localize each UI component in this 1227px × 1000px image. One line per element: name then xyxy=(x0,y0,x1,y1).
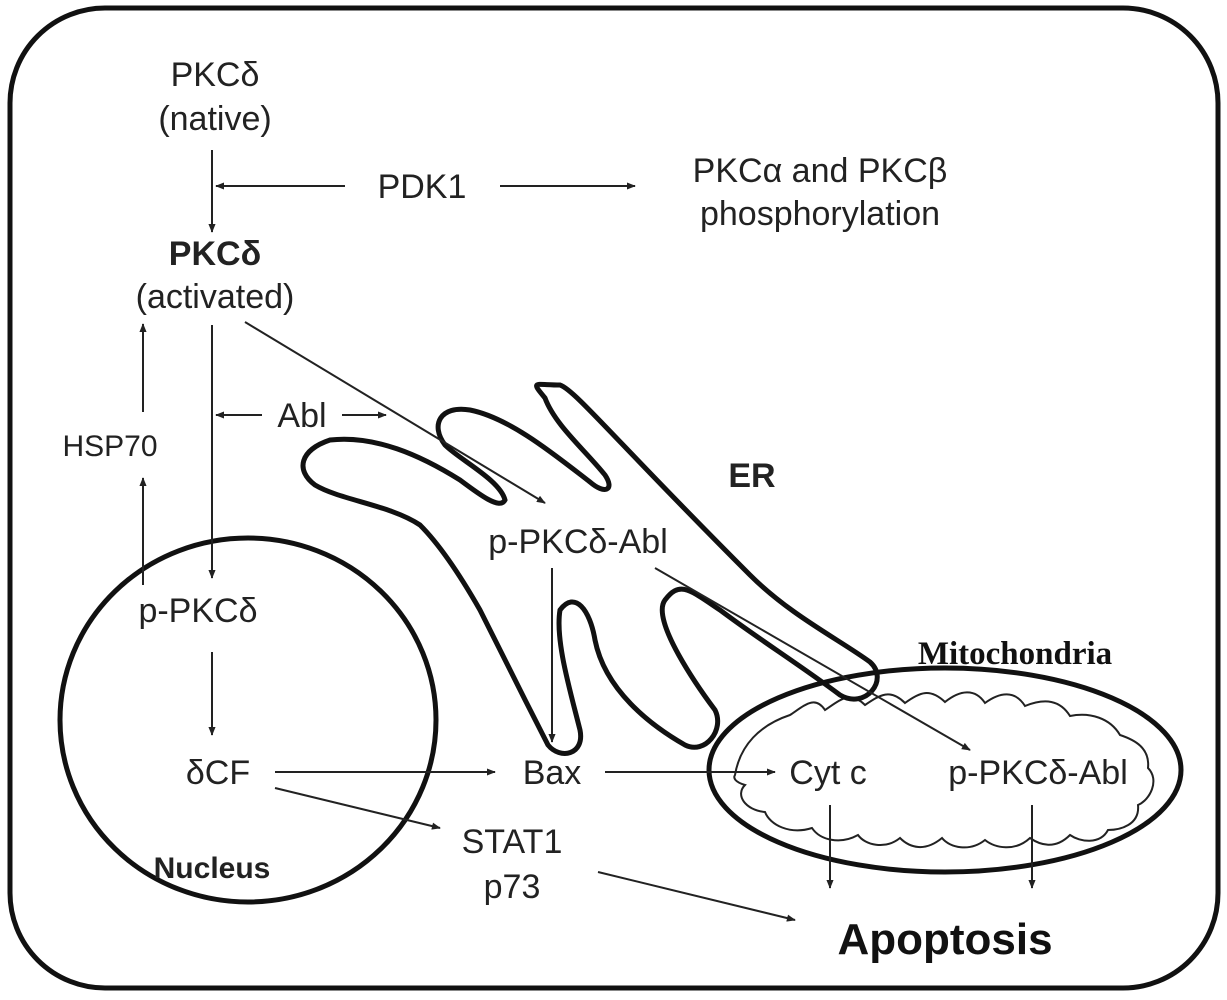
label-abl: Abl xyxy=(277,397,326,435)
label-cytc: Cyt c xyxy=(789,754,866,792)
label-native: (native) xyxy=(158,100,271,138)
label-p-pkcd: p-PKCδ xyxy=(138,592,257,630)
label-hsp70: HSP70 xyxy=(62,430,157,463)
arrow-dcf-to-stat1 xyxy=(274,787,441,830)
er-membrane xyxy=(300,381,880,756)
label-pdk1: PDK1 xyxy=(378,168,467,206)
mitochondria-outer-membrane xyxy=(706,665,1184,875)
label-bax: Bax xyxy=(523,754,582,792)
label-activated: (activated) xyxy=(136,278,295,316)
label-pkca-pkcb: PKCα and PKCβ xyxy=(693,152,948,190)
label-p-pkcd-abl-mito: p-PKCδ-Abl xyxy=(948,754,1128,792)
cell-membrane xyxy=(7,5,1221,991)
label-mitochondria: Mitochondria xyxy=(918,636,1112,672)
arrow-stat1-to-apoptosis xyxy=(597,871,796,922)
label-stat1: STAT1 xyxy=(462,823,563,861)
label-pkcd-native: PKCδ xyxy=(171,56,260,94)
label-p73: p73 xyxy=(484,868,541,906)
mitochondria-inner-membrane xyxy=(733,691,1155,849)
label-nucleus: Nucleus xyxy=(154,852,271,885)
label-apoptosis: Apoptosis xyxy=(837,915,1052,964)
label-phosphorylation: phosphorylation xyxy=(700,195,940,233)
label-er: ER xyxy=(728,457,775,495)
label-p-pkcd-abl-er: p-PKCδ-Abl xyxy=(488,523,668,561)
label-dcf: δCF xyxy=(186,754,250,792)
arrow-activated-to-er-complex xyxy=(244,321,546,504)
label-pkcd-activated: PKCδ xyxy=(169,235,261,273)
arrow-er-complex-to-mito-complex xyxy=(654,567,971,751)
nucleus-membrane xyxy=(57,535,439,905)
